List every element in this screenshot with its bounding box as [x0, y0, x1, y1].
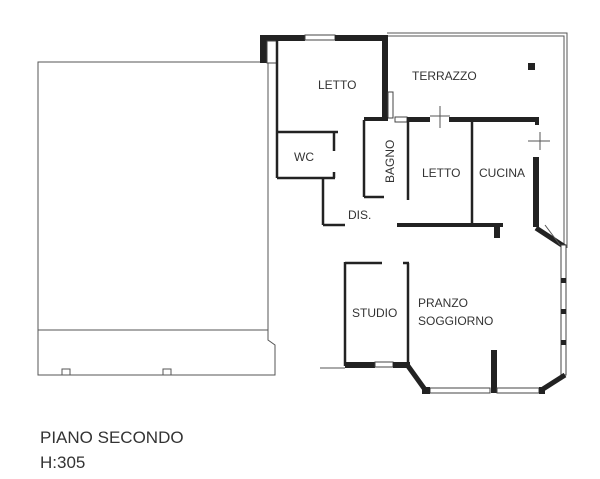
terrace-pillar: [528, 63, 535, 70]
room-label-studio: STUDIO: [352, 306, 397, 320]
room-label-letto-2: LETTO: [422, 166, 460, 180]
room-label-wc: WC: [294, 150, 314, 164]
room-label-letto: LETTO: [318, 78, 356, 92]
room-label-soggiorno: SOGGIORNO: [418, 314, 493, 328]
room-label-terrazzo: TERRAZZO: [412, 69, 477, 83]
walls: [260, 34, 567, 394]
room-label-dis: DIS.: [348, 208, 371, 222]
adjacent-building-outline: [37, 61, 276, 376]
room-label-pranzo: PRANZO: [418, 296, 468, 310]
room-label-cucina: CUCINA: [479, 166, 525, 180]
plan-title: PIANO SECONDO: [40, 428, 184, 447]
ceiling-height: H:305: [40, 453, 85, 472]
terrace-outline: [387, 32, 568, 248]
room-label-bagno: BAGNO: [383, 140, 397, 183]
